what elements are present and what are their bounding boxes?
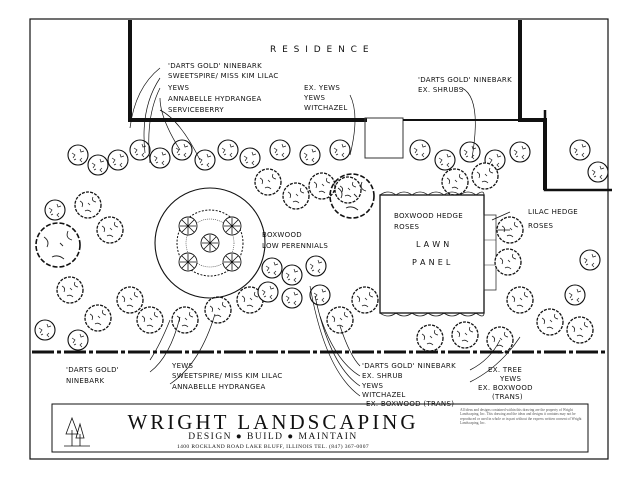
sheet-border [29, 18, 609, 460]
label-low-perennials: LOW PERENNIALS [262, 242, 329, 250]
label-roses-right: ROSES [528, 222, 554, 230]
label-ex-boxwood-trans: EX. BOXWOOD (TRANS) [366, 400, 455, 408]
label-witchazel-bottom: WITCHAZEL [362, 391, 406, 399]
label-ex-shrub: EX. SHRUB [362, 372, 403, 380]
company-name: WRIGHT LANDSCAPING [127, 410, 419, 434]
title-block [51, 403, 589, 453]
label-witchazel: WITCHAZEL [304, 104, 348, 112]
label-sweetspire-bottom: SWEETSPIRE/ MISS KIM LILAC [172, 372, 283, 380]
label-yews: YEWS [168, 84, 190, 92]
lawn-panel [379, 191, 497, 317]
label-ex-yews: EX. YEWS [304, 84, 341, 92]
label-yews-mid: YEWS [304, 94, 326, 102]
lawn-label: L A W N [416, 240, 450, 249]
label-roses-lawn: ROSES [394, 223, 420, 231]
company-tagline: DESIGN ● BUILD ● MAINTAIN [188, 432, 358, 442]
copyright-note: All ideas and designs contained within t… [460, 408, 582, 426]
label-trans: (TRANS) [492, 393, 523, 401]
logo-trees [64, 416, 90, 447]
label-sweetspire-lilac: SWEETSPIRE/ MISS KIM LILAC [168, 72, 279, 80]
label-lilac-hedge: LILAC HEDGE [528, 208, 579, 216]
label-ex-tree: EX. TREE [488, 366, 523, 374]
label-darts-gold-bottom: 'DARTS GOLD' NINEBARK [362, 362, 456, 370]
label-serviceberry: SERVICEBERRY [168, 106, 224, 114]
label-darts-gold-left: 'DARTS GOLD' [66, 366, 120, 374]
label-annabelle-hydrangea: ANNABELLE HYDRANGEA [168, 95, 262, 103]
residence-label: R E S I D E N C E [270, 45, 371, 55]
label-ex-boxwood: EX. BOXWOOD [478, 384, 533, 392]
label-yews-bottom-mid: YEWS [362, 382, 384, 390]
residence-outline [128, 20, 612, 192]
label-ex-shrubs: EX. SHRUBS [418, 86, 464, 94]
panel-label: P A N E L [412, 258, 451, 267]
leader-lines [129, 67, 521, 397]
label-annabelle-bottom: ANNABELLE HYDRANGEA [172, 383, 266, 391]
label-yews-bottom: YEWS [172, 362, 194, 370]
label-darts-gold-ninebark-right: 'DARTS GOLD' NINEBARK [418, 76, 512, 84]
company-address: 1400 ROCKLAND ROAD LAKE BLUFF, ILLINOIS … [176, 444, 370, 450]
right-plantings [416, 216, 601, 354]
label-boxwood-hedge: BOXWOOD HEDGE [394, 212, 463, 220]
circular-garden [154, 187, 266, 299]
label-yews-bottom-right: YEWS [500, 375, 522, 383]
label-darts-gold-ninebark: 'DARTS GOLD' NINEBARK [168, 62, 262, 70]
label-ninebark-left: NINEBARK [66, 377, 105, 385]
label-boxwood: BOXWOOD [262, 231, 302, 239]
